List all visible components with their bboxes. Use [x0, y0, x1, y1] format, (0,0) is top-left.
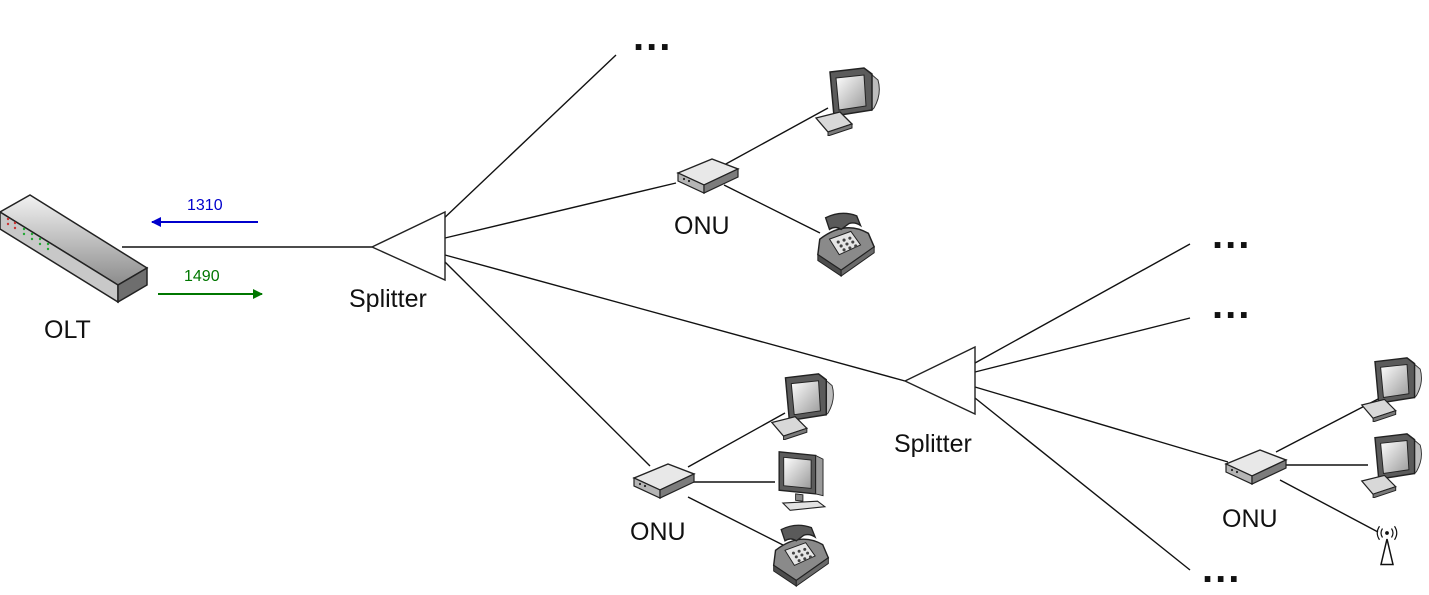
link-splitter1-top-branch — [439, 54, 617, 223]
ellipsis-top: ... — [633, 15, 672, 59]
ellipsis-splitter2-1: ... — [1212, 213, 1251, 257]
splitter-2: Splitter — [894, 345, 976, 458]
downstream-wavelength: 1490 — [158, 268, 263, 299]
onu-1: ONU — [674, 67, 881, 277]
telephone-icon — [817, 212, 875, 277]
onu-3: ONU — [1222, 357, 1423, 566]
wireless-antenna-icon — [1376, 525, 1398, 566]
onu-label: ONU — [1222, 505, 1278, 533]
upstream-wavelength: 1310 — [151, 197, 258, 227]
onu-icon — [633, 463, 695, 499]
monitor-icon — [778, 451, 826, 512]
link-splitter2-branch-3 — [974, 397, 1191, 571]
splitter-icon — [903, 345, 976, 416]
link-splitter1-onu1 — [444, 182, 677, 239]
onu-label: ONU — [630, 518, 686, 546]
olt-device: OLT — [0, 194, 149, 344]
link-splitter2-branch-1 — [974, 243, 1191, 364]
more-branches: ... ... ... ... — [633, 15, 1251, 591]
telephone-icon — [772, 524, 830, 587]
link-onu2-phone — [687, 496, 784, 546]
link-onu1-computer — [723, 107, 829, 166]
splitter-label: Splitter — [894, 430, 972, 458]
ellipsis-splitter2-3: ... — [1202, 547, 1241, 591]
link-splitter2-onu3 — [974, 386, 1229, 463]
computer-icon — [1361, 357, 1423, 422]
splitter-label: Splitter — [349, 285, 427, 313]
link-splitter1-splitter2 — [444, 254, 906, 382]
olt-icon — [0, 194, 149, 304]
link-onu2-computer — [687, 412, 786, 468]
link-splitter2-branch-2 — [974, 317, 1191, 373]
downstream-wavelength-label: 1490 — [184, 268, 220, 285]
onu-icon — [1225, 449, 1287, 485]
connection-lines — [122, 54, 1381, 571]
onu-label: ONU — [674, 212, 730, 240]
splitter-icon — [370, 210, 446, 282]
onu-2: ONU — [630, 373, 835, 587]
splitter-1: Splitter — [349, 210, 446, 313]
computer-icon — [815, 67, 881, 136]
link-onu1-phone — [723, 184, 821, 234]
link-splitter1-onu2 — [444, 261, 651, 467]
olt-label: OLT — [44, 316, 91, 344]
ellipsis-splitter2-2: ... — [1212, 283, 1251, 327]
computer-icon — [1361, 433, 1423, 498]
link-onu3-antenna — [1279, 479, 1379, 533]
upstream-wavelength-label: 1310 — [187, 197, 223, 214]
computer-icon — [771, 373, 835, 440]
